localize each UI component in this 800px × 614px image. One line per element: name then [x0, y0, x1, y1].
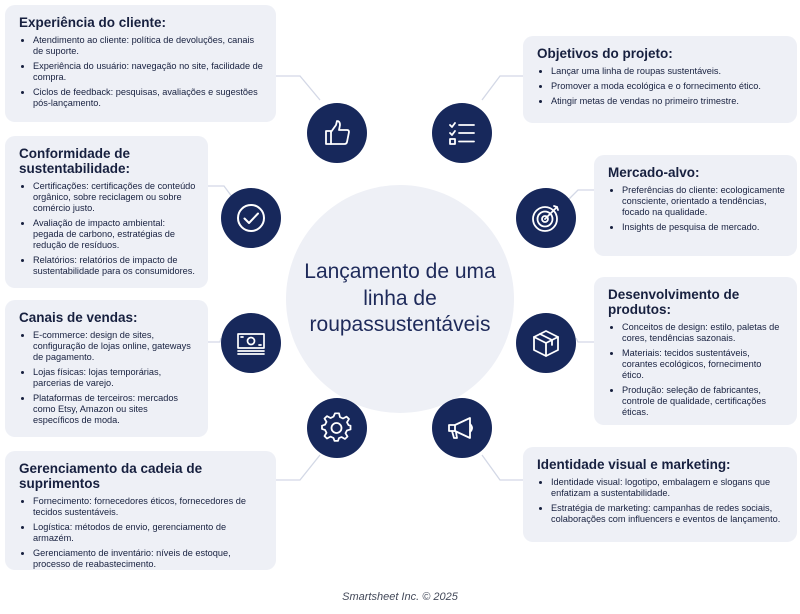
card-title: Experiência do cliente:	[19, 15, 167, 30]
card-cadeia-suprimentos: Gerenciamento da cadeia de suprimentos F…	[5, 451, 276, 570]
list-item: Materiais: tecidos sustentáveis, corante…	[622, 348, 785, 381]
card-title: Conformidade de sustentabilidade:	[19, 146, 131, 177]
list-item: Produção: seleção de fabricantes, contro…	[622, 385, 785, 418]
list-item: Preferências do cliente: ecologicamente …	[622, 185, 785, 218]
card-title: Identidade visual e marketing:	[537, 457, 731, 472]
central-topic-title: Lançamento de uma linha de roupassustent…	[304, 260, 496, 337]
card-title: Objetivos do projeto:	[537, 46, 673, 61]
list-item: Experiência do usuário: navegação no sit…	[33, 61, 264, 83]
list-item: Gerenciamento de inventário: níveis de e…	[33, 548, 264, 570]
card-title: Mercado-alvo:	[608, 165, 700, 180]
check-circle-icon	[221, 188, 281, 248]
list-item: Conceitos de design: estilo, paletas de …	[622, 322, 785, 344]
central-topic: Lançamento de uma linha de roupassustent…	[286, 185, 514, 413]
card-objetivos-projeto: Objetivos do projeto: Lançar uma linha d…	[523, 36, 797, 123]
list-item: Plataformas de terceiros: mercados como …	[33, 393, 196, 426]
list-item: Estratégia de marketing: campanhas de re…	[551, 503, 785, 525]
card-conformidade-sustentabilidade: Conformidade de sustentabilidade: Certif…	[5, 136, 208, 288]
list-item: E-commerce: design de sites, configuraçã…	[33, 330, 196, 363]
list-item: Ciclos de feedback: pesquisas, avaliaçõe…	[33, 87, 264, 109]
megaphone-icon	[432, 398, 492, 458]
list-item: Logística: métodos de envio, gerenciamen…	[33, 522, 264, 544]
thumbs-up-icon	[307, 103, 367, 163]
list-item: Certificações: certificações de conteúdo…	[33, 181, 196, 214]
list-item: Lojas físicas: lojas temporárias, parcer…	[33, 367, 196, 389]
list-item: Identidade visual: logotipo, embalagem e…	[551, 477, 785, 499]
card-experiencia-cliente: Experiência do cliente: Atendimento ao c…	[5, 5, 276, 122]
money-stack-icon	[221, 313, 281, 373]
card-title: Gerenciamento da cadeia de suprimentos	[19, 461, 203, 492]
target-icon	[516, 188, 576, 248]
card-mercado-alvo: Mercado-alvo: Preferências do cliente: e…	[594, 155, 797, 256]
gear-icon	[307, 398, 367, 458]
list-item: Fornecimento: fornecedores éticos, forne…	[33, 496, 264, 518]
card-title: Desenvolvimento de produtos:	[608, 287, 740, 318]
card-title: Canais de vendas:	[19, 310, 138, 325]
card-desenvolvimento-produtos: Desenvolvimento de produtos: Conceitos d…	[594, 277, 797, 425]
list-item: Lançar uma linha de roupas sustentáveis.	[551, 66, 785, 77]
box-icon	[516, 313, 576, 373]
card-canais-vendas: Canais de vendas: E-commerce: design de …	[5, 300, 208, 437]
list-item: Avaliação de impacto ambiental: pegada d…	[33, 218, 196, 251]
list-item: Relatórios: relatórios de impacto de sus…	[33, 255, 196, 277]
checklist-icon	[432, 103, 492, 163]
list-item: Insights de pesquisa de mercado.	[622, 222, 785, 233]
footer-copyright: Smartsheet Inc. © 2025	[342, 591, 458, 603]
card-identidade-visual-marketing: Identidade visual e marketing: Identidad…	[523, 447, 797, 542]
list-item: Atendimento ao cliente: política de devo…	[33, 35, 264, 57]
list-item: Atingir metas de vendas no primeiro trim…	[551, 96, 785, 107]
list-item: Promover a moda ecológica e o fornecimen…	[551, 81, 785, 92]
